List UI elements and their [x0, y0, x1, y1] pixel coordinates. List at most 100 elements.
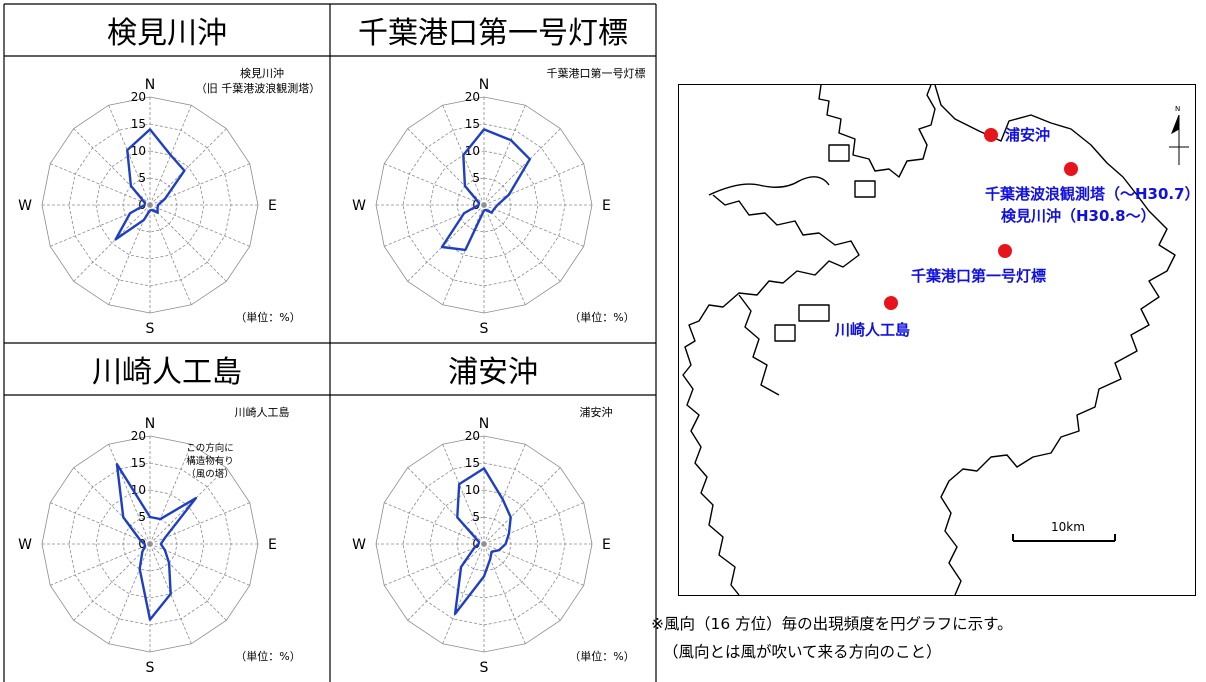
compass-label: N — [145, 77, 155, 93]
unit-label: （単位：%） — [569, 649, 634, 663]
data-point-NNE — [501, 498, 504, 500]
radial-tick-label: 15 — [131, 117, 146, 131]
chart-subtitle: （旧 千葉港波浪観測塔） — [196, 81, 321, 95]
radar-ring — [429, 150, 539, 260]
data-point-NE — [195, 497, 197, 499]
label-chiba-light: 千葉港口第一号灯標 — [911, 267, 1046, 285]
radar-spoke — [149, 467, 227, 545]
data-point-SW — [114, 238, 117, 241]
data-point-W — [143, 543, 146, 545]
data-point-ENE — [164, 198, 166, 200]
annotation-text: （風の塔） — [186, 468, 234, 480]
harbor-blocks — [774, 144, 876, 342]
data-point-ENE — [508, 193, 510, 196]
radar-spoke — [483, 105, 526, 206]
annotation-text: 構造物有り — [186, 455, 234, 467]
data-point-N — [483, 128, 485, 131]
data-point-ENE — [508, 532, 510, 535]
data-point-W — [477, 204, 480, 206]
radar-spoke — [483, 543, 561, 621]
compass-label: E — [602, 537, 611, 553]
radar-spoke — [442, 444, 485, 545]
radial-tick-label: 15 — [131, 456, 146, 470]
radar-spoke — [483, 204, 561, 282]
data-point-SE — [168, 562, 170, 564]
unit-label: （単位：%） — [235, 310, 300, 324]
compass-label: N — [479, 77, 489, 93]
radar-spoke — [149, 128, 227, 206]
scale-bar — [1012, 534, 1116, 542]
radial-tick-label: 5 — [138, 510, 146, 524]
radar-spoke — [149, 543, 192, 644]
compass-label: E — [602, 198, 611, 214]
data-point-N — [149, 128, 151, 131]
data-point-ESE — [493, 208, 495, 210]
data-point-SE — [490, 211, 493, 214]
panel-title-urayasu: 浦安沖 — [448, 355, 538, 390]
radar-spoke — [384, 502, 485, 545]
radar-spoke — [483, 444, 526, 545]
note-line-1: ※風向（16 方位）毎の出現頻度を円グラフに示す。 — [651, 615, 1013, 633]
data-point-SSE — [151, 209, 153, 211]
compass-label: N — [145, 416, 155, 432]
data-point-WNW — [478, 202, 480, 204]
data-point-ENE — [164, 537, 166, 539]
panel-title-kawasaki: 川崎人工島 — [92, 355, 242, 390]
radar-spoke — [149, 444, 192, 545]
radial-tick-label: 20 — [131, 429, 146, 443]
radar-spoke — [149, 204, 192, 305]
compass-label: N — [479, 416, 489, 432]
radial-tick-label: 15 — [465, 117, 480, 131]
data-point-SSW — [143, 219, 145, 221]
data-point-SSE — [489, 558, 491, 560]
radial-tick-label: 10 — [465, 483, 480, 497]
compass-label: W — [352, 198, 366, 214]
radial-tick-label: 20 — [131, 90, 146, 104]
station-marker-urayasu — [984, 128, 998, 142]
data-point-NW — [130, 185, 132, 187]
radar-spoke — [483, 543, 584, 586]
panel-title-chiba-port-light: 千葉港口第一号灯標 — [358, 16, 628, 51]
radar-spoke — [73, 543, 151, 621]
note-line-2: （風向とは風が吹いて来る方向のこと） — [663, 643, 942, 661]
data-point-SSE — [169, 593, 172, 595]
radar-spoke — [149, 543, 250, 586]
data-point-E — [496, 204, 499, 206]
coastline-yokohama — [738, 294, 780, 396]
compass-label: E — [268, 537, 277, 553]
river — [708, 176, 830, 196]
compass-label: E — [268, 198, 277, 214]
coastline-north — [818, 84, 936, 178]
compass-label: S — [480, 321, 489, 337]
north-label: N — [1175, 105, 1180, 113]
label-kemigawa: 検見川沖（H30.8～） — [1001, 207, 1156, 225]
radar-spoke — [108, 543, 151, 644]
radar-spoke — [50, 543, 151, 586]
radar-spoke — [407, 543, 485, 621]
data-point-S — [483, 209, 485, 212]
label-chiba-tower: 千葉港波浪観測塔（～H30.7） — [985, 185, 1195, 203]
radial-tick-label: 0 — [472, 537, 480, 551]
station-marker-kawasaki — [884, 296, 898, 310]
data-point-WSW — [144, 545, 146, 547]
chart-title: 浦安沖 — [580, 405, 613, 419]
scale-label: 10km — [1051, 520, 1085, 534]
chart-title: 川崎人工島 — [235, 405, 290, 419]
radar-spoke — [108, 204, 151, 305]
radar-spoke — [483, 502, 584, 545]
data-point-ESE — [164, 549, 166, 551]
radar-spoke — [149, 204, 227, 282]
data-point-WSW — [473, 547, 475, 549]
radar-spoke — [50, 502, 151, 545]
station-marker-chiba-light — [998, 244, 1012, 258]
radial-tick-label: 5 — [472, 171, 480, 185]
compass-label: S — [146, 321, 155, 337]
compass-label: S — [480, 660, 489, 676]
data-point-WSW — [129, 212, 131, 215]
data-point-SE — [490, 550, 493, 553]
radial-tick-label: 10 — [131, 144, 146, 158]
data-point-SSW — [454, 613, 456, 615]
data-point-SE — [156, 211, 159, 214]
data-point-S — [149, 209, 151, 212]
